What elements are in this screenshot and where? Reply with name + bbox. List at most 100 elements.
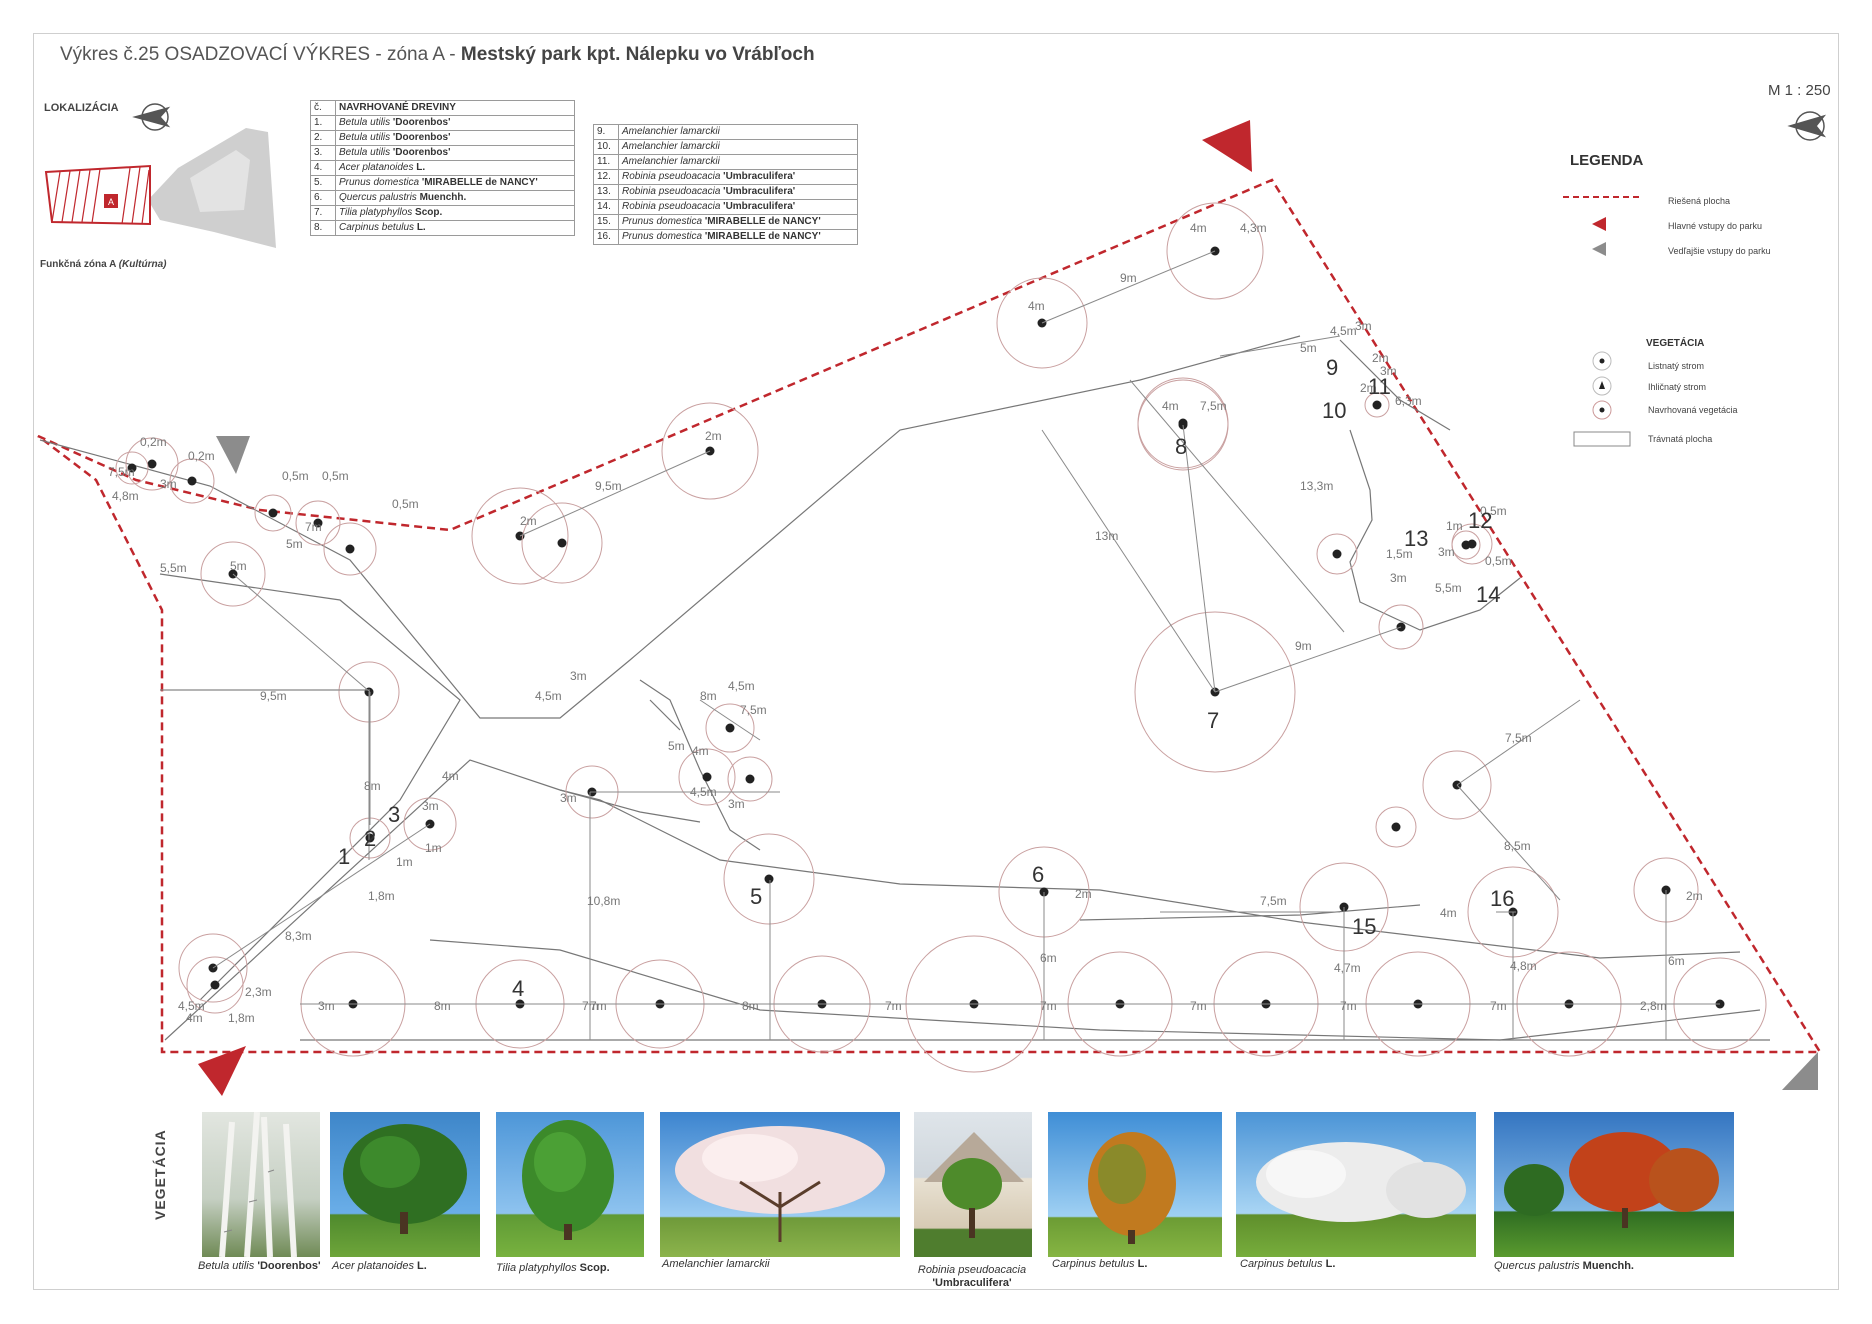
photo-carpinus-betulus-2 (1236, 1112, 1476, 1257)
locator-map: A (44, 128, 276, 248)
tree-trunk (1372, 400, 1382, 410)
dimension-label: 6m (1040, 951, 1057, 965)
legend-item-conifer: Ihličnatý strom (1648, 382, 1707, 392)
tree-canopy (1378, 604, 1424, 650)
tree-trunk (725, 723, 735, 733)
dimension-label: 8m (364, 779, 381, 793)
tree-trunk (365, 833, 375, 843)
dimension-label: 2m (1360, 381, 1377, 395)
dimension-label: 4m (692, 744, 709, 758)
legend-item-deciduous: Listnatý strom (1648, 361, 1705, 371)
dimension-label: 7m (1490, 999, 1507, 1013)
dimension-line (699, 699, 761, 741)
dimension-label: 1,8m (368, 889, 395, 903)
dimension-label: 3m (570, 669, 587, 683)
dimension-label: 3m (160, 477, 177, 491)
dimension-label: 2m (705, 429, 722, 443)
dimension-label: 4m (1162, 399, 1179, 413)
tree-canopy (996, 277, 1088, 369)
dimension-label: 2m (520, 514, 537, 528)
table-row: 4.Acer platanoides L. (310, 160, 575, 176)
table-cell-species: Acer platanoides L. (335, 160, 575, 176)
dimension-line (1214, 626, 1402, 693)
tree-canopy (727, 756, 773, 802)
tree-number-label: 8 (1175, 434, 1187, 459)
dimension-line (1129, 379, 1345, 633)
table-cell-species: Prunus domestica 'MIRABELLE de NANCY' (618, 229, 858, 245)
tree-number-label: 10 (1322, 398, 1346, 423)
dimension-label: 3m (1380, 364, 1397, 378)
tree-trunk (268, 508, 278, 518)
dimension-label: 3m (728, 797, 745, 811)
dimension-label: 4m (186, 1011, 203, 1025)
dimension-label: 3m (560, 791, 577, 805)
dimension-label: 2m (1686, 889, 1703, 903)
locator-zone-marker: A (108, 197, 114, 207)
tree-trunk (1332, 549, 1342, 559)
site-boundary (37, 178, 1823, 1054)
dimension-label: 1m (425, 841, 442, 855)
tree-trunk (745, 774, 755, 784)
drawing-frame (33, 33, 1839, 1290)
tree-number-label: 7 (1207, 708, 1219, 733)
tree-canopy (186, 956, 244, 1014)
dimension-label: 4,5m (728, 679, 755, 693)
photo-quercus-palustris (1494, 1112, 1734, 1257)
photo-acer-platanoides (330, 1112, 480, 1257)
dimension-line (1182, 424, 1216, 693)
table-row: 13.Robinia pseudoacacia 'Umbraculifera' (593, 184, 858, 200)
tree-canopy (678, 748, 736, 806)
dimension-label: 0,5m (392, 497, 419, 511)
secondary-entry-right-icon (1782, 1052, 1818, 1090)
tree-number-label: 15 (1352, 914, 1376, 939)
tree-trunk (187, 476, 197, 486)
dimension-label: 5m (230, 559, 247, 573)
tree-canopy (723, 833, 815, 925)
caption-robinia-pseudoacacia: Robinia pseudoacacia'Umbraculifera' (917, 1264, 1027, 1289)
dimension-line (1041, 250, 1216, 324)
dimension-label: 6,3m (1395, 394, 1422, 408)
tree-number-label: 4 (512, 976, 524, 1001)
dimension-label: 0,2m (140, 435, 167, 449)
dimension-label: 7m (1340, 999, 1357, 1013)
photo-amelanchier-lamarckii (660, 1112, 900, 1257)
dimension-line (519, 450, 711, 537)
dimension-label: 3m (318, 999, 335, 1013)
tree-canopy (178, 933, 248, 1003)
dimension-label: 7m (582, 999, 599, 1013)
table-row: 7.Tilia platyphyllos Scop. (310, 205, 575, 221)
tree-trunk (210, 980, 220, 990)
legend-item-grass: Trávnatá plocha (1648, 434, 1713, 444)
tree-canopy (1166, 202, 1264, 300)
dimension-label: 7m (590, 999, 607, 1013)
tree-number-label: 13 (1404, 526, 1428, 551)
dimension-label: 4,3m (1240, 221, 1267, 235)
dimension-label: 7,5m (1505, 731, 1532, 745)
legend-item-boundary: Riešená plocha (1668, 196, 1731, 206)
tree-trunk (764, 874, 774, 884)
tree-number-label: 1 (338, 844, 350, 869)
photo-robinia-pseudoacacia (914, 1112, 1032, 1257)
dimension-line (1456, 784, 1561, 901)
caption-carpinus-betulus-1: Carpinus betulus L. (1052, 1258, 1148, 1270)
tree-number-label: 12 (1468, 508, 1492, 533)
tree-canopy (1364, 392, 1390, 418)
dimension-label: 4,5m (690, 785, 717, 799)
tree-canopy (1422, 750, 1492, 820)
photo-carpinus-betulus-1 (1048, 1112, 1222, 1257)
dimension-label: 1,5m (1386, 547, 1413, 561)
dimension-label: 1,8m (228, 1011, 255, 1025)
locator-label: LOKALIZÁCIA (44, 102, 119, 114)
dimension-line (1456, 699, 1581, 786)
dimension-label: 7m (1190, 999, 1207, 1013)
dimension-label: 13,3m (1300, 479, 1333, 493)
tree-canopy (521, 502, 603, 584)
dimension-label: 5m (668, 739, 685, 753)
species-table-left: č. NAVRHOVANÉ DREVINY 1.Betula utilis 'D… (310, 100, 575, 236)
tree-canopy (705, 703, 755, 753)
table-row: 9.Amelanchier lamarckii (593, 124, 858, 140)
tree-number-label: 5 (750, 884, 762, 909)
tree-canopy (115, 451, 149, 485)
